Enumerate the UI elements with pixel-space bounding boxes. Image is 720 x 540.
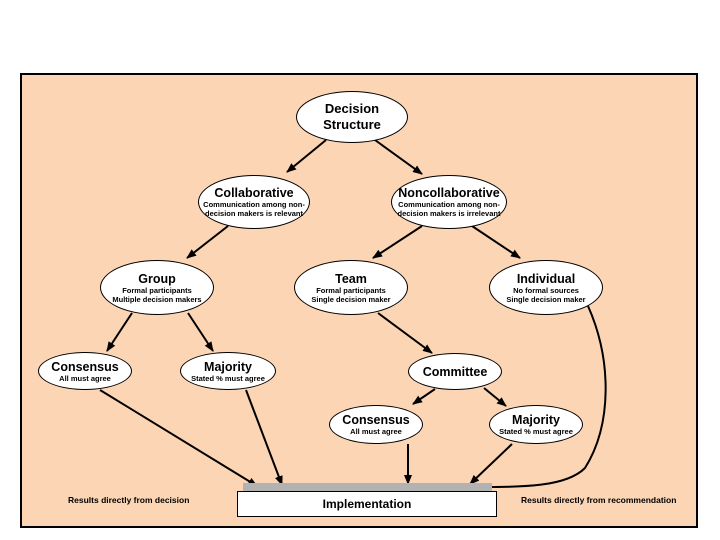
node-majority-left: Majority Stated % must agree xyxy=(180,352,276,390)
node-subtitle: All must agree xyxy=(59,373,111,383)
node-committee: Committee xyxy=(408,353,502,390)
node-subtitle: Communication among non- xyxy=(203,200,305,209)
implementation-bar-top xyxy=(243,483,492,491)
node-group: Group Formal participants Multiple decis… xyxy=(100,260,214,315)
implementation-label: Implementation xyxy=(322,497,412,511)
node-subtitle: Communication among non- xyxy=(398,200,500,209)
node-majority-right: Majority Stated % must agree xyxy=(489,405,583,444)
node-noncollaborative: Noncollaborative Communication among non… xyxy=(391,175,507,229)
node-subtitle: Formal participants xyxy=(122,285,192,295)
node-consensus-left: Consensus All must agree xyxy=(38,352,132,390)
node-team: Team Formal participants Single decision… xyxy=(294,260,408,315)
node-title: Consensus xyxy=(342,413,410,427)
caption-left: Results directly from decision xyxy=(68,495,190,505)
node-subtitle: No formal sources xyxy=(513,285,579,295)
node-title: Collaborative xyxy=(214,186,294,200)
caption-right: Results directly from recommendation xyxy=(521,495,677,505)
implementation-box: Implementation xyxy=(237,491,497,517)
node-collaborative: Collaborative Communication among non- d… xyxy=(198,175,310,229)
node-subtitle: decision makers is relevant xyxy=(205,209,303,218)
node-subtitle: Stated % must agree xyxy=(191,373,265,383)
node-title: Consensus xyxy=(51,359,119,374)
node-title: Individual xyxy=(516,271,576,286)
node-subtitle: Stated % must agree xyxy=(499,427,573,436)
node-title: Committee xyxy=(422,364,488,379)
node-subtitle: Single decision maker xyxy=(506,294,586,304)
node-subtitle: decision makers is irrelevant xyxy=(397,209,501,218)
node-subtitle: Multiple decision makers xyxy=(112,294,202,304)
node-title: Decision Structure xyxy=(323,101,381,132)
node-subtitle: Formal participants xyxy=(316,285,386,295)
node-title: Team xyxy=(335,271,367,286)
node-title: Group xyxy=(138,271,176,286)
node-decision-structure: Decision Structure xyxy=(296,91,408,143)
node-title: Majority xyxy=(204,359,252,374)
node-subtitle: Single decision maker xyxy=(311,294,391,304)
node-consensus-right: Consensus All must agree xyxy=(329,405,423,444)
node-individual: Individual No formal sources Single deci… xyxy=(489,260,603,315)
node-title: Majority xyxy=(512,413,560,427)
node-title: Noncollaborative xyxy=(398,186,500,200)
node-subtitle: All must agree xyxy=(350,427,402,436)
